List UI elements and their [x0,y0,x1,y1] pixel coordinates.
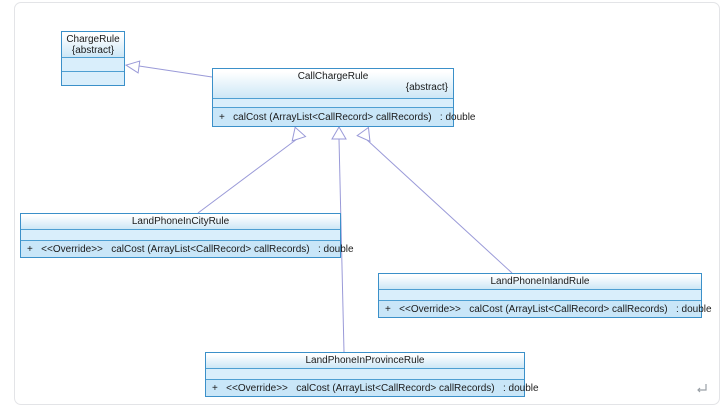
class-name: LandPhoneInCityRule [131,216,230,227]
resize-handle-icon[interactable] [694,383,710,395]
attributes-compartment [379,289,701,300]
attributes-compartment [206,368,524,379]
class-name: LandPhoneInlandRule [490,276,590,287]
class-stereotype: {abstract} [405,82,448,93]
method-signature: + <<Override>> calCost (ArrayList<CallRe… [206,379,539,396]
class-header: LandPhoneInCityRule [21,214,340,229]
class-node-land-phone-inland-rule[interactable]: LandPhoneInlandRule + <<Override>> calCo… [378,273,712,318]
method-signature: + <<Override>> calCost (ArrayList<CallRe… [379,300,712,317]
class-header: LandPhoneInlandRule [379,274,701,289]
class-name: LandPhoneInProvinceRule [305,355,425,366]
class-node-charge-rule[interactable]: ChargeRule {abstract} [61,31,125,86]
class-name: CallChargeRule [297,71,369,82]
class-header: LandPhoneInProvinceRule [206,353,524,368]
attributes-compartment [62,57,124,71]
method-signature: + calCost (ArrayList<CallRecord> callRec… [213,107,476,126]
class-name: ChargeRule [66,33,120,45]
class-node-land-phone-in-province-rule[interactable]: LandPhoneInProvinceRule + <<Override>> c… [205,352,539,397]
class-node-land-phone-in-city-rule[interactable]: LandPhoneInCityRule + <<Override>> calCo… [20,213,354,258]
method-signature: + <<Override>> calCost (ArrayList<CallRe… [21,240,354,257]
class-stereotype: {abstract} [71,44,115,56]
class-node-call-charge-rule[interactable]: CallChargeRule {abstract} + calCost (Arr… [212,68,476,127]
attributes-compartment [21,229,340,240]
methods-compartment [62,71,124,85]
class-header: ChargeRule {abstract} [62,32,124,57]
class-header: CallChargeRule {abstract} [213,69,453,98]
attributes-compartment [213,98,453,107]
